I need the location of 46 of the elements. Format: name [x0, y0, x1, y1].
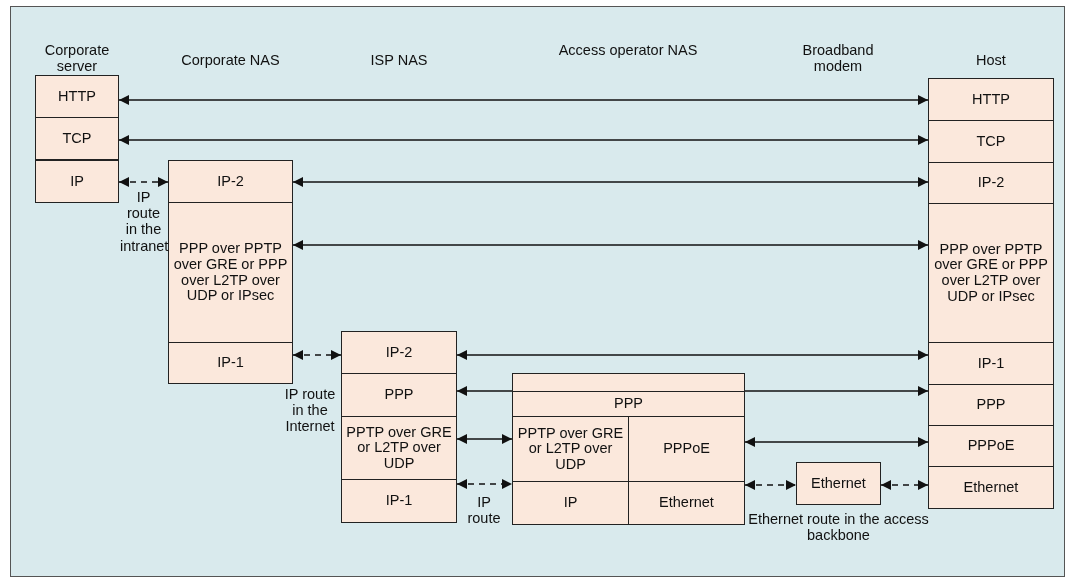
protocol-layer: IP-1 — [341, 479, 457, 523]
protocol-layer: PPP — [928, 384, 1054, 426]
protocol-layer: PPP over PPTP over GRE or PPP over L2TP over UDP or IPsec — [928, 203, 1054, 343]
protocol-layer: IP-2 — [168, 160, 293, 203]
route-caption: Ethernet route in the access backbone — [747, 511, 930, 544]
protocol-layer: IP-1 — [928, 342, 1054, 385]
protocol-layer: HTTP — [928, 78, 1054, 121]
edge-label: IP route in the Internet — [283, 386, 337, 435]
protocol-layer: TCP — [35, 117, 119, 160]
protocol-layer: HTTP — [35, 75, 119, 118]
protocol-layer: IP — [512, 481, 629, 525]
protocol-layer: PPP — [512, 391, 745, 417]
protocol-layer: IP-2 — [341, 331, 457, 374]
protocol-layer: IP-1 — [168, 342, 293, 384]
column-heading: Access operator NAS — [557, 42, 699, 59]
protocol-layer: Ethernet — [928, 466, 1054, 509]
dashed-arrow — [456, 479, 513, 489]
edge-label: IP route in the intranet — [120, 189, 167, 254]
protocol-layer: IP — [35, 160, 119, 203]
edge-label: IP route — [466, 494, 502, 527]
dashed-arrow — [118, 177, 169, 187]
column-heading: Corporate server — [43, 42, 111, 75]
protocol-layer: PPPoE — [628, 416, 745, 482]
protocol-layer: PPTP over GRE or L2TP over UDP — [512, 416, 629, 482]
dashed-arrow — [880, 480, 929, 490]
protocol-layer: PPP — [341, 373, 457, 417]
arrow — [744, 437, 929, 447]
dashed-arrow — [744, 480, 797, 490]
column-heading: Broadband modem — [801, 42, 875, 75]
protocol-layer: PPPoE — [928, 425, 1054, 467]
dashed-arrow — [292, 350, 342, 360]
protocol-layer: Ethernet — [796, 462, 881, 505]
arrow — [456, 434, 513, 444]
protocol-layer: IP-2 — [928, 162, 1054, 204]
arrow — [118, 95, 929, 105]
column-heading: Host — [975, 52, 1007, 69]
column-heading: Corporate NAS — [180, 52, 281, 69]
protocol-layer: PPTP over GRE or L2TP over UDP — [341, 416, 457, 480]
protocol-layer: TCP — [928, 120, 1054, 163]
arrow — [456, 350, 929, 360]
column-heading: ISP NAS — [369, 52, 429, 69]
protocol-layer: PPP over PPTP over GRE or PPP over L2TP over UDP or IPsec — [168, 202, 293, 343]
protocol-layer: Ethernet — [628, 481, 745, 525]
arrow — [118, 135, 929, 145]
arrow — [292, 240, 929, 250]
arrow — [292, 177, 929, 187]
